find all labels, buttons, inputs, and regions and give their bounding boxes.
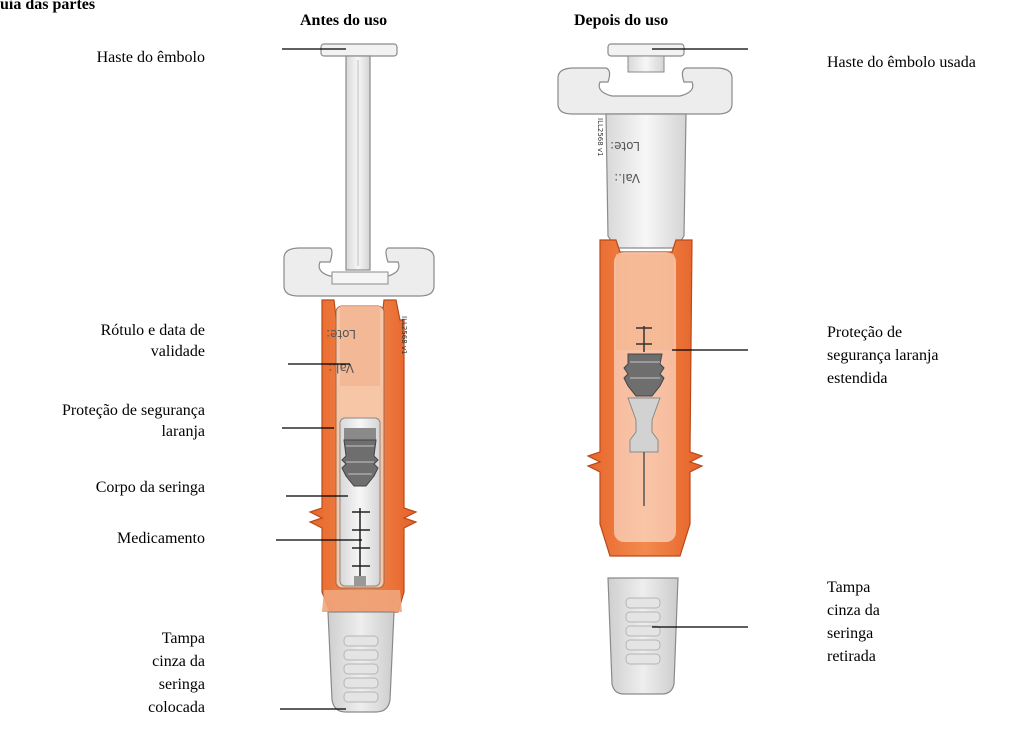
label-medicine: Medicamento [117,530,205,547]
label-used-rod: Haste do êmbolo usada [827,54,976,71]
corner-title: uia das partes [0,0,96,13]
graduation-marks [352,508,370,576]
label-removed-cap-line1: Tampa [827,579,871,596]
used-finger-flange [557,67,733,115]
label-extended-guard-line3: estendida [827,370,888,387]
expiry-print: Val.: [328,361,354,375]
syringe-after-use: Lote: Val.: ILL2568 v1 [557,43,733,695]
label-cap-on-line2: cinza da [152,653,205,670]
plunger-rod-head [320,43,398,57]
label-syringe-body: Corpo da seringa [95,479,205,496]
label-cap-on-line4: colocada [148,699,205,716]
label-removed-cap-line2: cinza da [827,602,880,619]
left-leader-lines [276,48,362,710]
plunger-stopper [344,428,376,440]
label-extended-guard-line1: Proteção de [827,324,903,341]
syringe-before-use: Lote: Val.: ILL2568 v1 [283,43,435,713]
lot-print: Lote: [326,327,356,341]
label-plunger-rod: Haste do êmbolo [96,49,205,66]
label-cap-on-line1: Tampa [161,630,205,647]
before-use-title: Antes do uso [300,12,388,29]
label-cap-on-line3: seringa [158,676,205,693]
code-print-before: ILL2568 v1 [400,316,408,355]
expiry-print-after: Val.: [614,171,640,185]
code-print-after: ILL2568 v1 [596,118,604,157]
used-plunger-head [607,43,685,57]
right-leader-lines [652,48,748,628]
label-extended-guard-line2: segurança laranja [827,347,939,364]
label-removed-cap-line3: seringa [827,625,874,642]
label-removed-cap-line4: retirada [827,648,876,665]
label-orange-guard-line1: Proteção de segurança [61,402,205,419]
label-orange-guard-line2: laranja [161,423,205,440]
label-label-expiry-line2: validade [150,343,205,360]
finger-flange [283,247,435,297]
lot-print-after: Lote: [610,139,640,153]
grey-cap-on [327,611,395,713]
after-use-title: Depois do uso [574,12,669,29]
label-label-expiry-line1: Rótulo e data de [100,322,205,339]
